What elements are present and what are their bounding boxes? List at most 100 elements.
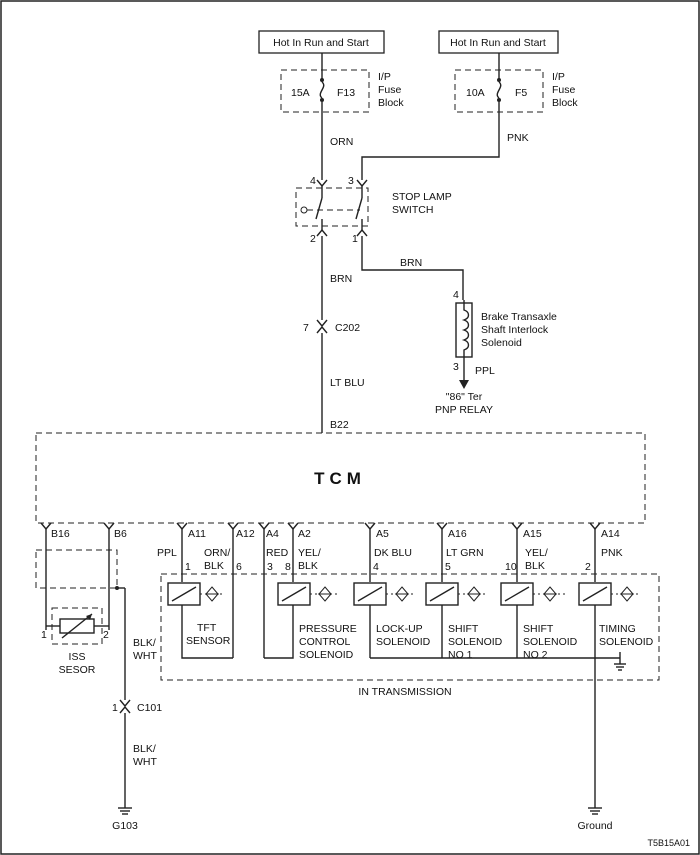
wire-yel-blk-1: YEL/ xyxy=(298,547,321,559)
wire-yel-blk2-1: YEL/ xyxy=(525,547,548,559)
fuse-f5-block-2: Fuse xyxy=(552,84,576,96)
pin-a16: A16 xyxy=(448,528,467,540)
supply-left: Hot In Run and Start xyxy=(258,30,385,54)
switch-pin-3: 3 xyxy=(348,175,354,187)
ss2-label-3: NO 2 xyxy=(523,649,548,661)
in-transmission-label: IN TRANSMISSION xyxy=(358,686,451,698)
tft-label-1: TFT xyxy=(197,622,217,634)
fuse-f5-terminal-top xyxy=(497,78,501,82)
stop-lamp-switch-label-1: STOP LAMP xyxy=(392,191,452,203)
wire-pnk-timing: PNK xyxy=(601,547,623,559)
wire-lt-grn: LT GRN xyxy=(446,547,484,559)
pin-a12: A12 xyxy=(236,528,255,540)
pin-a11: A11 xyxy=(188,528,206,540)
timing-label-1: TIMING xyxy=(599,623,636,635)
timing-label-2: SOLENOID xyxy=(599,636,654,648)
fuse-f13-terminal-bottom xyxy=(320,98,324,102)
shift-solenoid-2: SHIFT SOLENOID NO 2 xyxy=(500,582,578,661)
ss2-label-2: SOLENOID xyxy=(523,636,578,648)
fuse-f13-block-2: Fuse xyxy=(378,84,402,96)
switch-plunger xyxy=(300,206,308,214)
trans-pin-4: 4 xyxy=(373,561,379,573)
lockup-label-1: LOCK-UP xyxy=(376,623,423,635)
solenoid-pin-3: 3 xyxy=(453,361,459,373)
iss-label-2: SESOR xyxy=(59,664,96,676)
ground-g103-icon xyxy=(118,807,132,815)
lockup-label-2: SOLENOID xyxy=(376,636,431,648)
fuse-f13-block-1: I/P xyxy=(378,71,391,83)
ground-label: Ground xyxy=(577,820,612,832)
relay-label-2: PNP RELAY xyxy=(435,404,493,416)
ss2-diode-icon xyxy=(542,586,558,595)
fuse-f5-element xyxy=(496,81,502,99)
fuse-f5-terminal-bottom xyxy=(497,98,501,102)
wire-pnk-label: PNK xyxy=(507,132,529,144)
interlock-label-2: Shaft Interlock xyxy=(481,324,549,336)
tcm-module: TCM xyxy=(35,432,646,524)
trans-pin-3: 3 xyxy=(267,561,273,573)
trans-pin-8: 8 xyxy=(285,561,291,573)
wire-yel-blk-2: BLK xyxy=(298,560,318,572)
wire-blk-wht-bottom-1: BLK/ xyxy=(133,743,156,755)
fuse-f13: 15A F13 I/P Fuse Block xyxy=(280,53,404,113)
trans-pin-10: 10 xyxy=(505,561,517,573)
fuse-f13-terminal-top xyxy=(320,78,324,82)
fuse-f5-block-3: Block xyxy=(552,97,578,109)
variable-arrow-icon xyxy=(86,614,92,620)
in-transmission-box xyxy=(160,573,660,681)
pin-a2: A2 xyxy=(298,528,311,540)
wire-orn-label: ORN xyxy=(330,136,353,148)
trans-pin-5: 5 xyxy=(445,561,451,573)
wire-blk-wht-bottom-2: WHT xyxy=(133,756,157,768)
stop-lamp-switch-box xyxy=(295,187,369,227)
iss-label-1: ISS xyxy=(69,651,86,663)
wire-orn-blk-2: BLK xyxy=(204,560,224,572)
switch-contact-left xyxy=(315,197,323,220)
stop-lamp-switch-label-2: SWITCH xyxy=(392,204,433,216)
connector-c101: 1 C101 xyxy=(112,699,162,714)
ss1-diode-icon xyxy=(466,586,482,595)
interlock-solenoid: 4 3 Brake Transaxle Shaft Interlock Sole… xyxy=(453,289,557,373)
switch-pin-1: 1 xyxy=(352,233,358,245)
c101-pin: 1 xyxy=(112,702,118,714)
ground-g103-label: G103 xyxy=(112,820,138,832)
wire-orn-blk-1: ORN/ xyxy=(204,547,230,559)
wire-ppl-relay-label: PPL xyxy=(475,365,495,377)
tcm-pin-b22: B22 xyxy=(330,419,349,431)
fuse-f13-rating: 15A xyxy=(291,87,310,99)
interlock-label-3: Solenoid xyxy=(481,337,522,349)
tft-label-2: SENSOR xyxy=(186,635,231,647)
ss2-label-1: SHIFT xyxy=(523,623,554,635)
tft-sensor: TFT SENSOR xyxy=(167,582,233,659)
pin-b6: B6 xyxy=(114,528,127,540)
tcm-label: TCM xyxy=(314,469,366,488)
relay-arrow xyxy=(459,380,469,389)
tft-diode-icon xyxy=(204,586,220,595)
lockup-diode-icon xyxy=(394,586,410,595)
supply-right-label: Hot In Run and Start xyxy=(450,37,546,49)
wire-yel-blk2-2: BLK xyxy=(525,560,545,572)
figure-code: T5B15A01 xyxy=(647,838,690,848)
wire-ppl: PPL xyxy=(157,547,177,559)
fuse-f13-box xyxy=(280,69,370,113)
ss1-label-3: NO 1 xyxy=(448,649,473,661)
pressure-control-solenoid: PRESSURE CONTROL SOLENOID xyxy=(264,582,357,661)
ground-icon xyxy=(588,807,602,815)
wire-red: RED xyxy=(266,547,289,559)
fuse-f13-id: F13 xyxy=(337,87,355,99)
timing-diode-icon xyxy=(619,586,635,595)
lock-up-solenoid: LOCK-UP SOLENOID xyxy=(353,582,431,658)
relay-label-1: "86" Ter xyxy=(446,391,483,403)
pin-a14: A14 xyxy=(601,528,620,540)
pcs-label-1: PRESSURE xyxy=(299,623,357,635)
fuse-f5-block-1: I/P xyxy=(552,71,565,83)
interlock-solenoid-coil xyxy=(461,300,470,364)
pin-b16: B16 xyxy=(51,528,70,540)
supply-left-label: Hot In Run and Start xyxy=(273,37,369,49)
pcs-label-3: SOLENOID xyxy=(299,649,354,661)
pin-a15: A15 xyxy=(523,528,542,540)
trans-pin-1: 1 xyxy=(185,561,191,573)
fuse-f5: 10A F5 I/P Fuse Block xyxy=(454,53,578,113)
iss-pin-1: 1 xyxy=(41,629,47,641)
wire-brn-left-label: BRN xyxy=(330,273,352,285)
